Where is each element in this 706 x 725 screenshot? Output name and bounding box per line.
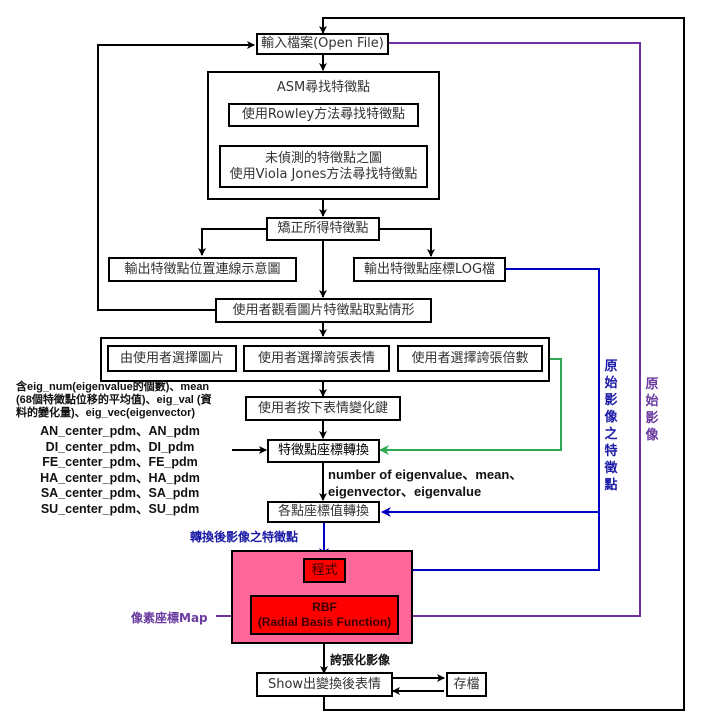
select-image-node: 由使用者選擇圖片 <box>107 345 237 372</box>
select-expression-label: 使用者選擇誇張表情 <box>257 350 375 366</box>
open-file-label: 輸入檔案(Open File) <box>261 36 384 51</box>
rbf-node: RBF (Radial Basis Function) <box>250 595 399 635</box>
point-transform-node: 各點座標值轉換 <box>267 501 380 523</box>
correct-points-label: 矯正所得特徵點 <box>277 221 369 236</box>
original-features-connector <box>346 268 600 575</box>
pdm-file-list: AN_center_pdm、AN_pdm DI_center_pdm、DI_pd… <box>30 424 210 517</box>
pdm-file-item: FE_center_pdm、FE_pdm <box>42 455 198 469</box>
eigen-outputs-line: number of eigenvalue、mean、 <box>328 467 523 482</box>
output-log-label: 輸出特徵點座標LOG檔 <box>363 261 496 277</box>
select-expression-node: 使用者選擇誇張表情 <box>243 345 390 372</box>
pdm-file-item: SA_center_pdm、SA_pdm <box>40 486 200 500</box>
eig-description: 含eig_num(eigenvalue的個數)、mean (68個特徵點位移的平… <box>16 381 212 420</box>
rbf-label-2: (Radial Basis Function) <box>257 615 392 629</box>
output-diagram-label: 輸出特徵點位置連線示意圖 <box>124 261 281 277</box>
press-key-label: 使用者按下表情變化鍵 <box>257 400 388 416</box>
eigen-outputs-line: eigenvector、eigenvalue <box>328 484 482 499</box>
select-image-label: 由使用者選擇圖片 <box>119 350 224 366</box>
select-scale-label: 使用者選擇誇張倍數 <box>411 350 529 366</box>
retry-connector <box>97 41 255 311</box>
pixel-map-label: 像素座標Map <box>131 611 208 625</box>
output-log-node: 輸出特徵點座標LOG檔 <box>353 257 506 282</box>
correct-points-node: 矯正所得特徵點 <box>266 217 380 241</box>
user-view-node: 使用者觀看圖片特徵點取點情形 <box>215 298 432 323</box>
rbf-label-1: RBF <box>312 600 337 614</box>
transformed-features-label: 轉換後影像之特徵點 <box>190 530 299 544</box>
show-result-node: Show出變換後表情 <box>256 672 393 697</box>
rowley-label: 使用Rowley方法尋找特徵點 <box>241 107 406 122</box>
eig-description-line: (68個特徵點位移的平均值)、eig_val (資 <box>16 394 212 406</box>
asm-group-title: ASM尋找特徵點 <box>276 80 371 95</box>
coord-transform-label: 特徵點座標轉換 <box>277 443 369 458</box>
rowley-node: 使用Rowley方法尋找特徵點 <box>228 103 419 127</box>
exaggerated-image-label: 誇張化影像 <box>330 653 391 667</box>
output-diagram-node: 輸出特徵點位置連線示意圖 <box>108 257 297 282</box>
pdm-file-item: DI_center_pdm、DI_pdm <box>45 439 195 454</box>
eig-description-line: 含eig_num(eigenvalue的個數)、mean <box>16 381 210 393</box>
show-result-label: Show出變換後表情 <box>267 676 382 692</box>
eigen-outputs-annotation: number of eigenvalue、mean、 eigenvector、e… <box>328 466 522 500</box>
original-image-vertical-label: 原始影像 <box>645 377 659 443</box>
select-scale-node: 使用者選擇誇張倍數 <box>397 345 543 372</box>
viola-jones-node: 未偵測的特徵點之圖 使用Viola Jones方法尋找特徵點 <box>219 145 428 188</box>
save-node: 存檔 <box>446 672 487 697</box>
loop-back-connector <box>319 17 685 711</box>
program-label: 程式 <box>311 562 338 578</box>
program-node: 程式 <box>303 558 346 583</box>
pdm-file-item: AN_center_pdm、AN_pdm <box>40 424 200 438</box>
original-image-connector <box>388 42 641 621</box>
save-label: 存檔 <box>453 676 480 692</box>
user-view-label: 使用者觀看圖片特徵點取點情形 <box>232 302 415 318</box>
point-transform-label: 各點座標值轉換 <box>277 504 369 519</box>
open-file-node: 輸入檔案(Open File) <box>256 33 389 55</box>
viola-jones-label-2: 使用Viola Jones方法尋找特徵點 <box>229 166 418 182</box>
viola-jones-label-1: 未偵測的特徵點之圖 <box>264 150 382 166</box>
pdm-file-item: HA_center_pdm、HA_pdm <box>40 470 200 485</box>
coord-transform-node: 特徵點座標轉換 <box>267 439 380 463</box>
press-key-node: 使用者按下表情變化鍵 <box>245 396 401 421</box>
scale-factor-connector <box>379 358 562 455</box>
pdm-file-item: SU_center_pdm、SU_pdm <box>40 501 200 516</box>
original-features-vertical-label: 原始影像之特徵點 <box>604 359 618 493</box>
eig-description-line: 料的變化量)、eig_vec(eigenvector) <box>16 407 196 419</box>
